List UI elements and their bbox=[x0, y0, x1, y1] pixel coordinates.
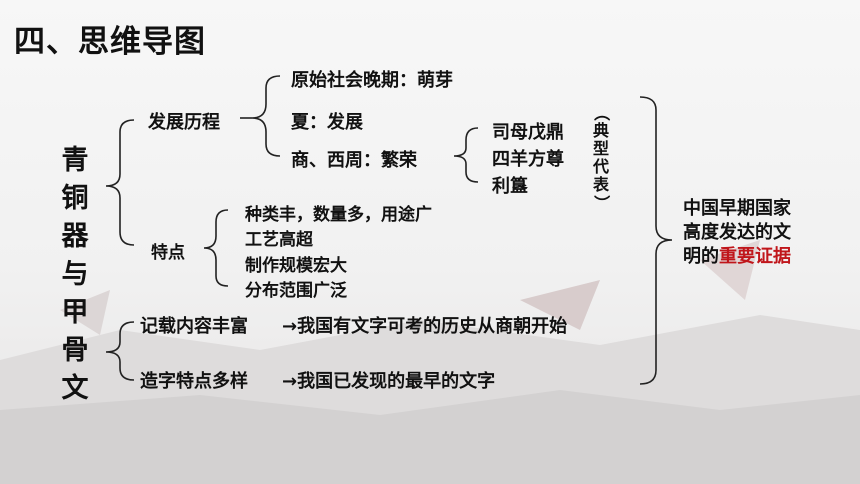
example-item: 四羊方尊 bbox=[492, 149, 564, 170]
main-topic: 青 铜 器 与 甲 骨 文 bbox=[58, 142, 92, 408]
stage-item: 原始社会晚期：萌芽 bbox=[291, 70, 453, 91]
feature-item: 种类丰，数量多，用途广 bbox=[245, 205, 432, 225]
main-topic-char: 骨 bbox=[61, 335, 89, 366]
main-topic-char: 器 bbox=[61, 221, 89, 252]
feature-item: 制作规模宏大 bbox=[245, 256, 347, 276]
example-item: 司母戊鼎 bbox=[492, 122, 564, 143]
examples-note-char: 典 bbox=[592, 121, 609, 140]
examples-note-char: 表 bbox=[592, 175, 609, 194]
page-title: 四、思维导图 bbox=[14, 24, 206, 60]
examples-note-char: 型 bbox=[592, 139, 609, 158]
examples-note-char: ） bbox=[591, 194, 611, 212]
examples-note-char: （ bbox=[591, 104, 611, 122]
oracle-result: →我国已发现的最早的文字 bbox=[282, 371, 496, 392]
main-topic-char: 甲 bbox=[61, 297, 89, 328]
example-item: 利簋 bbox=[492, 176, 528, 197]
main-topic-char: 青 bbox=[61, 145, 89, 176]
feature-item: 分布范围广泛 bbox=[245, 281, 347, 301]
oracle-label: 造字特点多样 bbox=[140, 371, 248, 392]
main-topic-char: 铜 bbox=[61, 183, 89, 214]
conclusion-text: 中国早期国家高度发达的文明的 bbox=[683, 198, 791, 267]
main-topic-char: 与 bbox=[61, 259, 89, 290]
examples-note-char: 代 bbox=[592, 157, 609, 176]
development-label: 发展历程 bbox=[148, 112, 220, 133]
conclusion-highlight: 重要证据 bbox=[719, 246, 791, 267]
stage-item: 夏：发展 bbox=[291, 112, 363, 133]
features-label: 特点 bbox=[151, 243, 185, 263]
examples-note: （ 典 型 代 表 ） bbox=[590, 104, 612, 212]
main-topic-char: 文 bbox=[61, 373, 89, 404]
feature-item: 工艺高超 bbox=[245, 230, 313, 250]
oracle-label: 记载内容丰富 bbox=[140, 316, 248, 337]
conclusion: 中国早期国家高度发达的文明的重要证据 bbox=[683, 197, 803, 269]
stage-item: 商、西周：繁荣 bbox=[291, 150, 417, 171]
oracle-result: →我国有文字可考的历史从商朝开始 bbox=[282, 316, 568, 337]
